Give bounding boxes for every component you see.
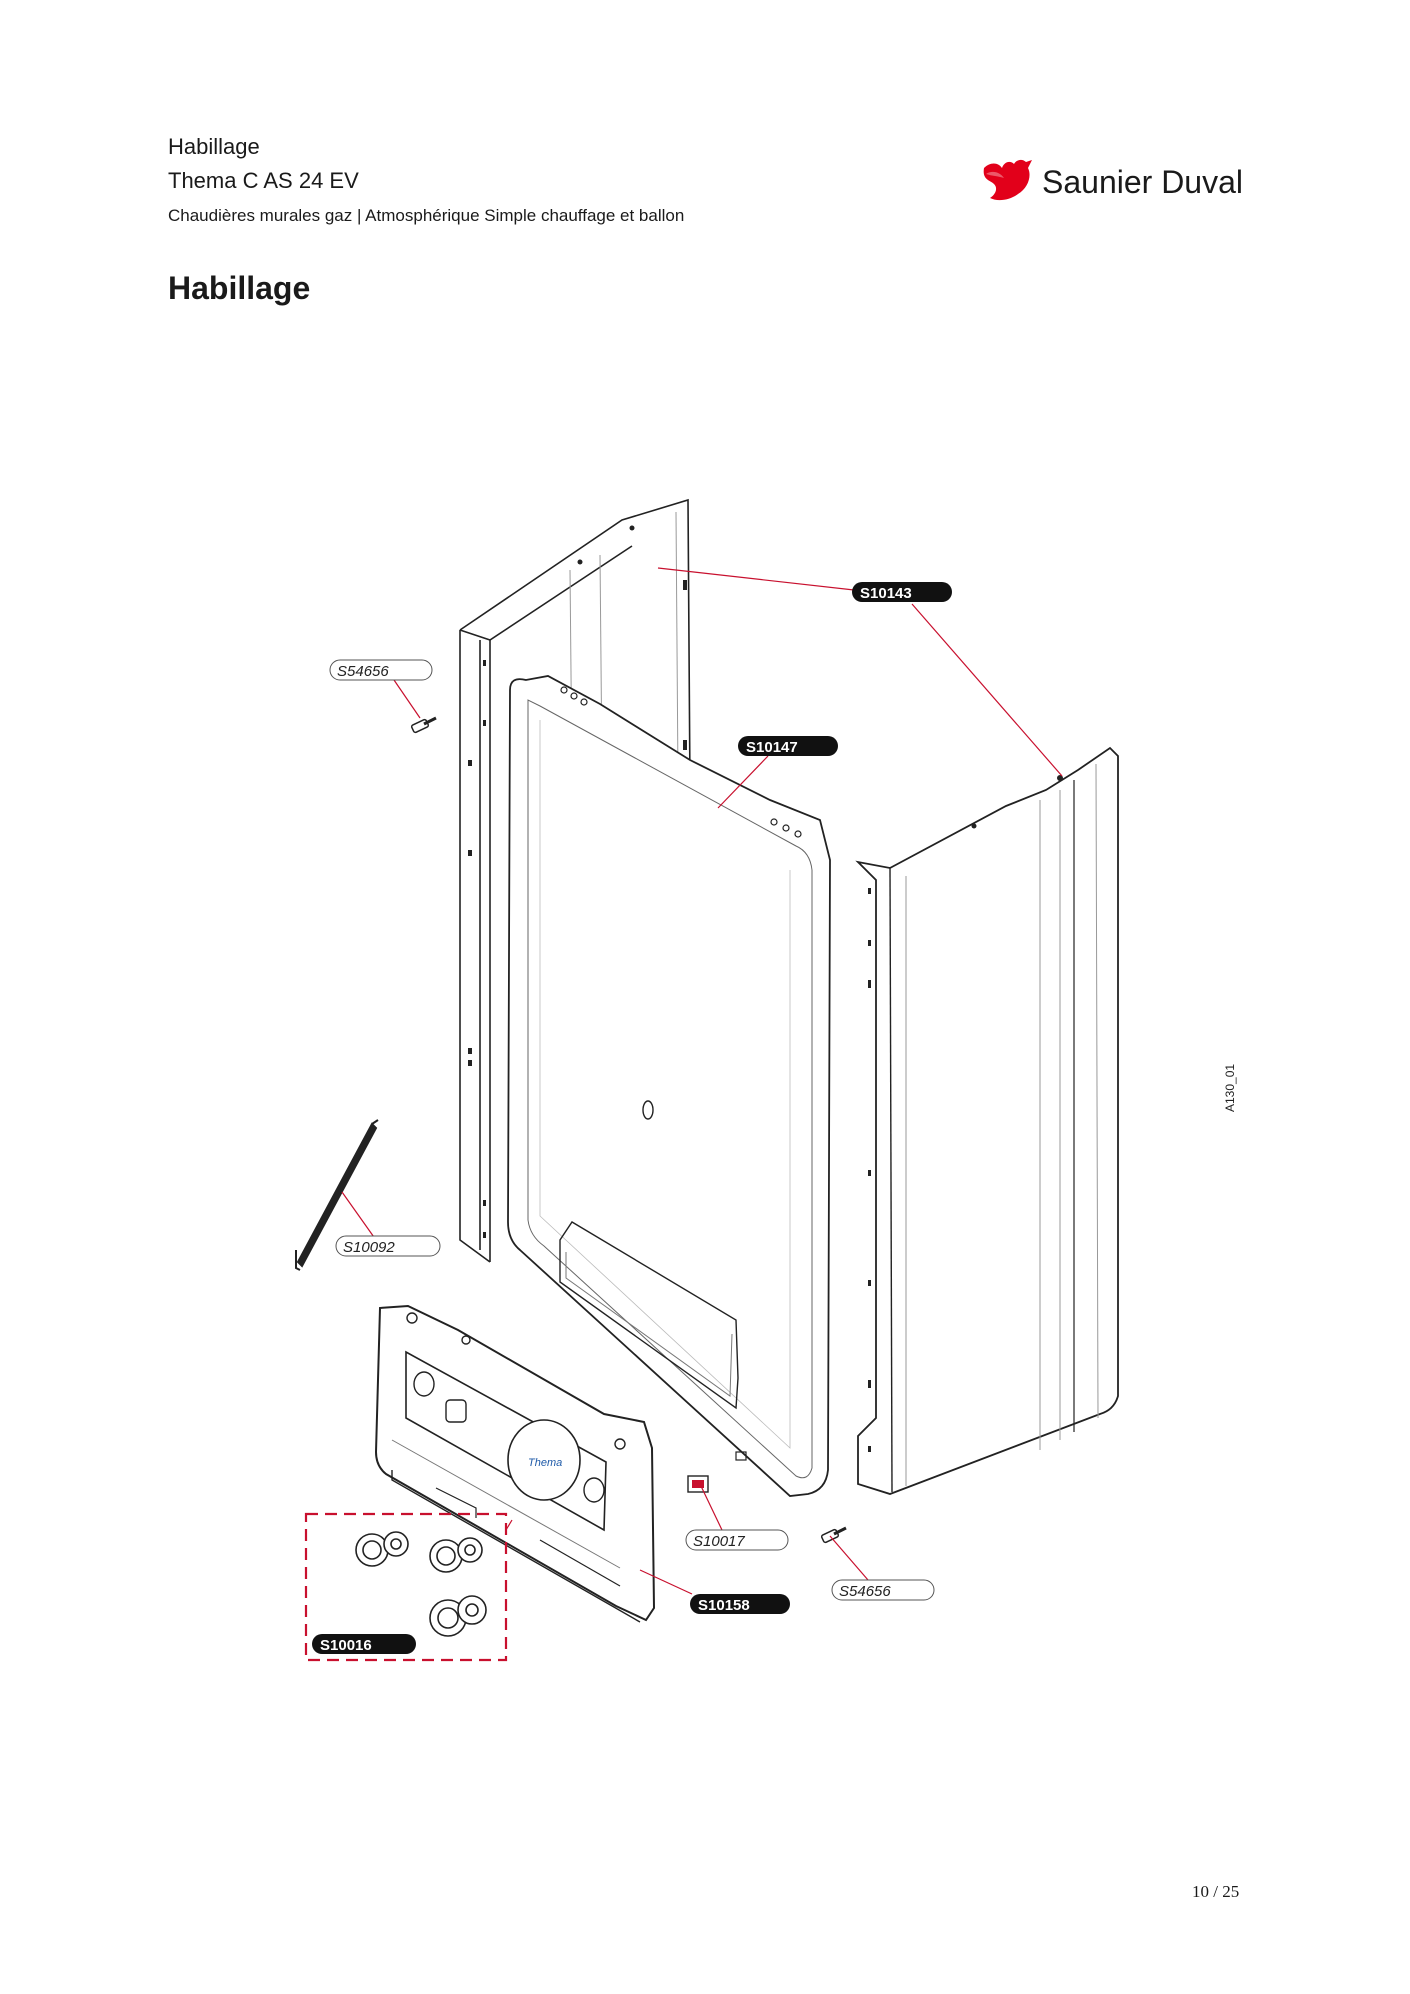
back-panel-holes bbox=[468, 525, 687, 1238]
svg-text:S54656: S54656 bbox=[839, 1583, 891, 1600]
knob-1 bbox=[355, 1531, 409, 1567]
bird-logo-icon bbox=[983, 159, 1032, 201]
svg-text:S54656: S54656 bbox=[337, 663, 389, 680]
callout-s54656-top: S54656 bbox=[329, 659, 433, 681]
callout-s10092: S10092 bbox=[335, 1235, 441, 1257]
header-description: Chaudières murales gaz | Atmosphérique S… bbox=[168, 206, 685, 225]
callout-s10016: S10016 bbox=[312, 1634, 416, 1654]
right-panel-holes bbox=[868, 775, 1063, 1452]
header-category: Habillage bbox=[168, 134, 260, 159]
svg-text:S10092: S10092 bbox=[343, 1239, 395, 1256]
callout-s10147: S10147 bbox=[738, 736, 838, 756]
panel-brand-mark: Thema bbox=[528, 1457, 562, 1469]
page-number: 10 / 25 bbox=[1192, 1882, 1240, 1901]
hinge-rod bbox=[295, 1119, 379, 1271]
section-title: Habillage bbox=[168, 270, 311, 306]
svg-text:S10158: S10158 bbox=[698, 1597, 750, 1614]
control-panel-screws bbox=[406, 1312, 626, 1450]
right-side-panel bbox=[855, 746, 1119, 1495]
control-panel bbox=[374, 1304, 656, 1623]
callout-s10158: S10158 bbox=[690, 1594, 790, 1614]
header-model: Thema C AS 24 EV bbox=[168, 168, 359, 193]
brand-name: Saunier Duval bbox=[1042, 164, 1243, 200]
svg-text:S10143: S10143 bbox=[860, 585, 912, 602]
leader-lines bbox=[341, 567, 1063, 1595]
front-panel-top-holes bbox=[560, 686, 802, 838]
diagram-reference: A130_01 bbox=[1223, 1064, 1237, 1112]
brand-logo: Saunier Duval bbox=[980, 158, 1250, 208]
callout-s10017: S10017 bbox=[685, 1529, 789, 1551]
front-panel bbox=[507, 675, 831, 1497]
svg-text:S10147: S10147 bbox=[746, 739, 798, 756]
screw-top bbox=[410, 716, 437, 734]
callout-s10143: S10143 bbox=[852, 582, 952, 602]
callout-s54656-bottom: S54656 bbox=[831, 1579, 935, 1601]
knob-3 bbox=[429, 1595, 487, 1637]
svg-text:S10016: S10016 bbox=[320, 1637, 372, 1654]
knob-2 bbox=[429, 1537, 483, 1573]
svg-text:S10017: S10017 bbox=[693, 1533, 745, 1550]
knob-kit-highlight bbox=[304, 1512, 508, 1662]
small-clip bbox=[687, 1475, 709, 1493]
